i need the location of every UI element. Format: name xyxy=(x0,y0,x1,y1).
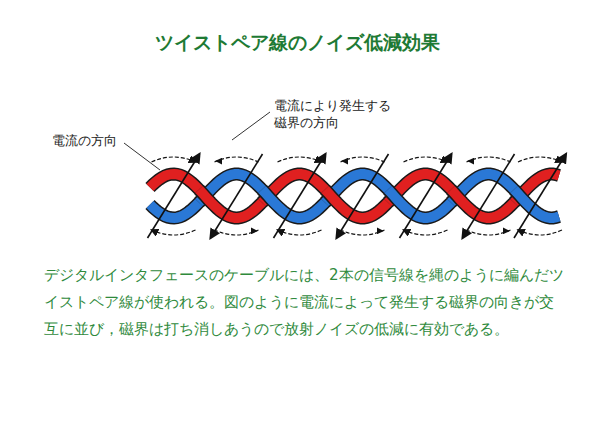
caption-text: デジタルインタフェースのケーブルには、2本の信号線を縄のように編んだツイストペア… xyxy=(44,262,564,343)
current-direction-label: 電流の方向 xyxy=(50,132,119,149)
field-loop xyxy=(467,157,511,162)
field-loop xyxy=(404,157,448,162)
field-arrow xyxy=(400,154,452,238)
leader-line xyxy=(232,112,270,140)
field-loop-head xyxy=(217,161,259,162)
field-arrow xyxy=(274,154,326,238)
field-loop-head xyxy=(469,161,511,162)
field-loop xyxy=(467,230,511,235)
field-arrow xyxy=(211,154,263,238)
wire-outline xyxy=(514,190,559,218)
field-loop xyxy=(152,157,196,162)
field-loop xyxy=(404,230,448,235)
wire-core xyxy=(514,190,559,218)
wire-core xyxy=(150,197,204,218)
field-loop xyxy=(278,230,322,235)
field-loop xyxy=(278,157,322,162)
field-loop-head xyxy=(341,230,383,231)
field-arrow xyxy=(463,154,515,238)
field-loop xyxy=(518,157,562,162)
field-loop-head xyxy=(343,161,385,162)
field-loop xyxy=(341,230,385,235)
field-loop xyxy=(152,230,196,235)
magnetic-field-label: 電流により発生する 磁界の方向 xyxy=(272,97,416,131)
field-loop xyxy=(215,157,259,162)
field-arrow xyxy=(514,154,566,238)
field-loop-head xyxy=(467,230,509,231)
field-arrow xyxy=(337,154,389,238)
field-loop xyxy=(215,230,259,235)
leader-line xyxy=(124,143,160,170)
field-loop-head xyxy=(215,230,257,231)
wire-outline xyxy=(150,197,204,218)
field-loop xyxy=(341,157,385,162)
diagram-title: ツイストペア線のノイズ低減効果 xyxy=(0,30,594,56)
field-loop xyxy=(518,230,562,235)
